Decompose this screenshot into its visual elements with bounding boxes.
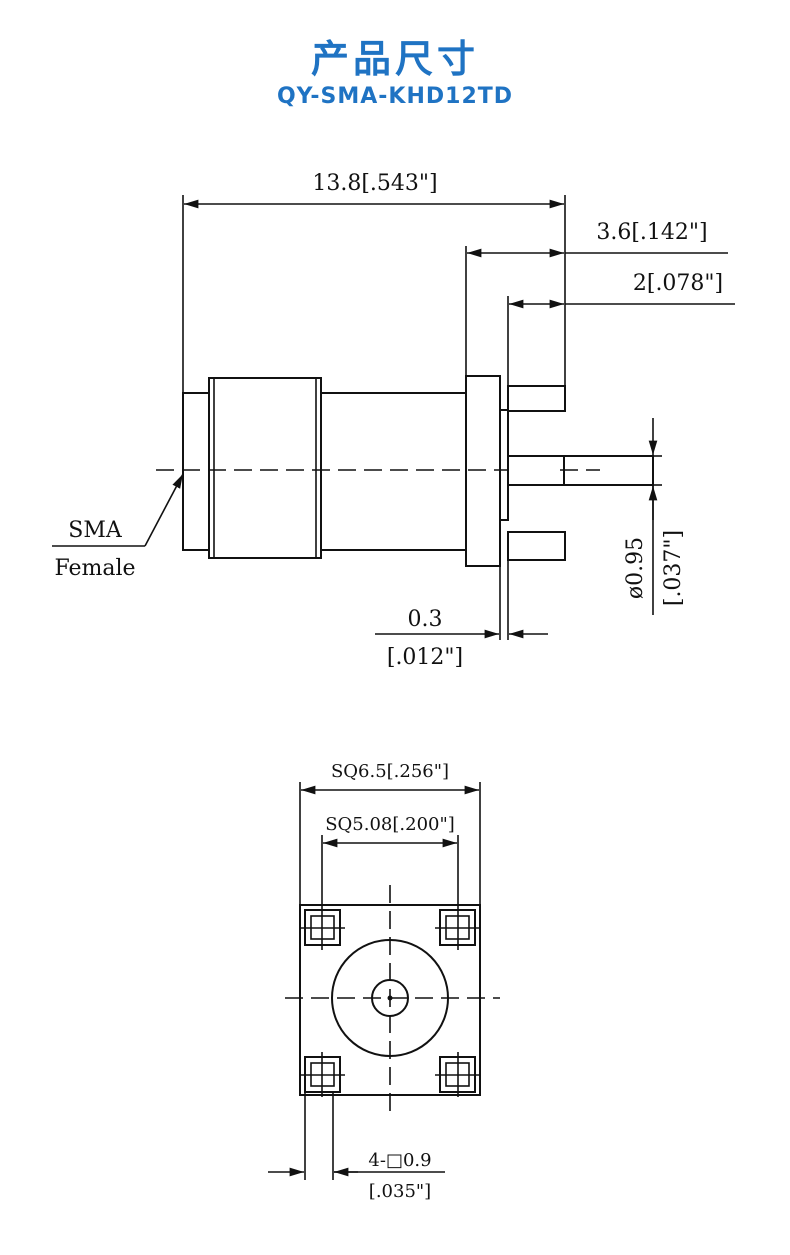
dim-thickness-in: [.012"] [387, 645, 463, 670]
dim-pin-dia-mm: ø0.95 [623, 537, 648, 599]
dim-outer-square: SQ6.5[.256"] [299, 761, 481, 905]
dim-outer-label: SQ6.5[.256"] [331, 761, 449, 782]
corner-pin-br [435, 1052, 480, 1097]
dim-pin-dia: ø0.95 [.037"] [623, 418, 686, 615]
dim-thickness: 0.3 [.012"] [375, 560, 548, 670]
front-view: SQ6.5[.256"] SQ5.08[.200"] 4-□0.9 [.035"… [268, 761, 500, 1202]
sma-female-callout: SMA Female [52, 473, 184, 581]
dim-length: 13.8[.543"] [182, 171, 566, 393]
dim-flange: 3.6[.142"] [465, 220, 728, 376]
dim-flange-label: 3.6[.142"] [596, 220, 707, 245]
dim-pin-square-mm: 4-□0.9 [368, 1150, 431, 1171]
connector-body [156, 375, 654, 567]
dim-pin-dia-in: [.037"] [661, 530, 686, 606]
label-female: Female [54, 556, 135, 581]
dim-pin-offset-label: 2[.078"] [633, 271, 723, 296]
corner-pin-tr [435, 905, 480, 950]
dim-pin-square: 4-□0.9 [.035"] [268, 1092, 445, 1202]
corner-pin-tl [300, 905, 345, 950]
dim-inner-square: SQ5.08[.200"] [321, 814, 459, 905]
dim-pin-offset: 2[.078"] [507, 271, 735, 386]
page-title: 产品尺寸 [310, 37, 479, 81]
dim-length-label: 13.8[.543"] [312, 171, 437, 196]
label-sma: SMA [68, 518, 123, 543]
model-number: QY-SMA-KHD12TD [276, 84, 514, 109]
side-view: 13.8[.543"] 3.6[.142"] 2[.078"] ø0.95 [.… [52, 171, 735, 670]
dim-thickness-mm: 0.3 [408, 607, 443, 632]
corner-pin-bl [300, 1052, 345, 1097]
dim-inner-label: SQ5.08[.200"] [325, 814, 455, 835]
dim-pin-square-in: [.035"] [369, 1181, 431, 1202]
